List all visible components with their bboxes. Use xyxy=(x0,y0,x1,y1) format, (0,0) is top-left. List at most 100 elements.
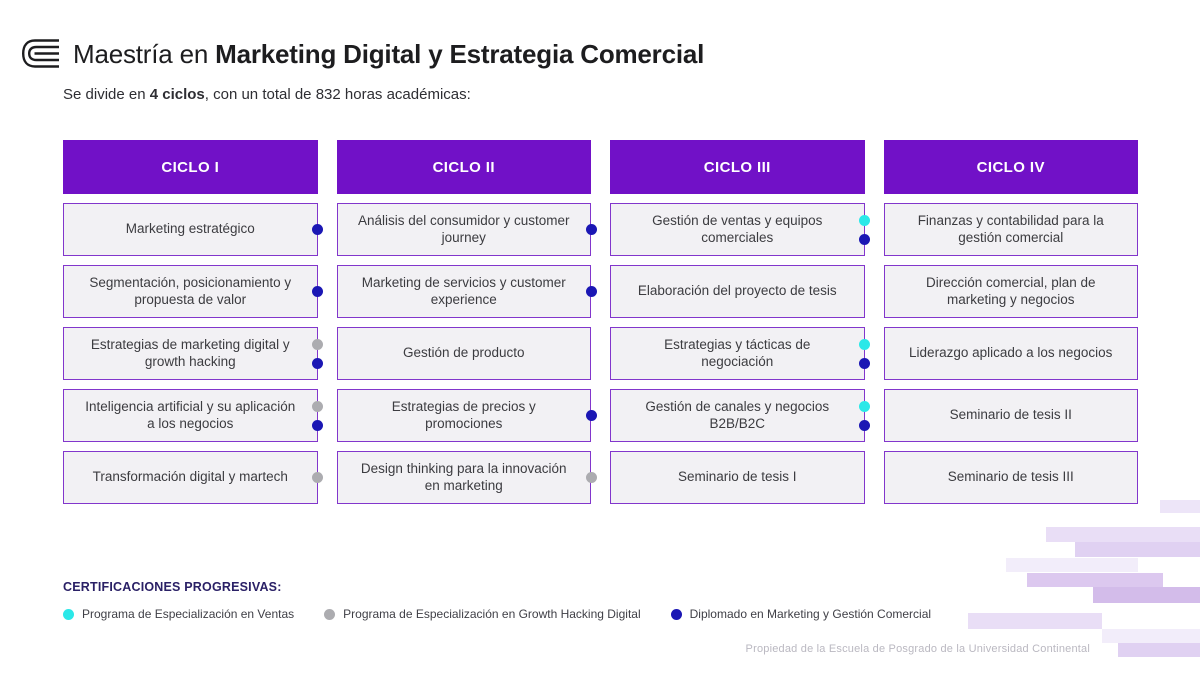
blue-certification-dot-icon xyxy=(859,419,870,431)
certification-dots xyxy=(312,452,323,503)
course-card: Gestión de producto xyxy=(336,327,591,380)
blue-legend-dot-icon xyxy=(670,608,682,620)
blue-certification-dot-icon xyxy=(859,357,870,369)
cycle-header-4: CICLO IV xyxy=(883,140,1138,194)
blue-certification-dot-icon xyxy=(312,224,323,235)
legend-item-label: Diplomado en Marketing y Gestión Comerci… xyxy=(689,607,932,621)
certification-dots xyxy=(585,266,597,317)
legend-items: Programa de Especialización en Ventas Pro… xyxy=(63,607,931,621)
gray-certification-dot-icon xyxy=(312,472,323,483)
course-name: Transformación digital y martech xyxy=(92,469,288,485)
course-name: Gestión de canales y negocios B2B/B2C xyxy=(645,399,830,431)
certification-dots xyxy=(312,328,323,379)
legend-item: Programa de Especialización en Growth Ha… xyxy=(324,607,641,621)
course-name: Design thinking para la innovación en ma… xyxy=(360,461,567,493)
course-name: Estrategias de precios y promociones xyxy=(391,399,536,431)
course-name: Inteligencia artificial y su aplicación … xyxy=(85,399,296,431)
decorative-bar xyxy=(1093,587,1200,603)
course-card: Gestión de ventas y equipos comerciales xyxy=(610,203,870,256)
blue-certification-dot-icon xyxy=(859,233,870,245)
cycle-header-1: CICLO I xyxy=(63,140,318,194)
header: Maestría en Marketing Digital y Estrateg… xyxy=(20,36,704,72)
blue-certification-dot-icon xyxy=(585,286,597,297)
course-card: Marketing de servicios y customer experi… xyxy=(336,265,597,318)
certification-dots xyxy=(859,390,870,441)
page-title: Maestría en Marketing Digital y Estrateg… xyxy=(73,39,704,70)
certification-dots xyxy=(859,204,870,255)
course-name: Seminario de tesis II xyxy=(949,407,1072,423)
course-card: Seminario de tesis III xyxy=(883,451,1138,504)
decorative-bar xyxy=(1006,558,1138,572)
blue-certification-dot-icon xyxy=(585,224,597,235)
course-card: Estrategias y tácticas de negociación xyxy=(610,327,870,380)
cycle-header-2: CICLO II xyxy=(336,140,591,194)
course-name: Elaboración del proyecto de tesis xyxy=(637,283,837,299)
course-name: Gestión de ventas y equipos comerciales xyxy=(652,213,823,245)
blue-certification-dot-icon xyxy=(585,410,597,421)
decorative-bar xyxy=(1075,542,1200,557)
blue-certification-dot-icon xyxy=(312,357,323,369)
decorative-bar xyxy=(1160,500,1200,513)
decorative-bar xyxy=(1118,643,1200,657)
course-name: Estrategias y tácticas de negociación xyxy=(664,337,811,369)
course-name: Dirección comercial, plan de marketing y… xyxy=(925,275,1096,307)
legend-item: Diplomado en Marketing y Gestión Comerci… xyxy=(670,607,932,621)
course-card: Transformación digital y martech xyxy=(63,451,323,504)
course-card: Marketing estratégico xyxy=(63,203,323,256)
page-title-bold: Marketing Digital y Estrategia Comercial xyxy=(215,38,705,69)
certification-dots xyxy=(312,390,323,441)
cyan-certification-dot-icon xyxy=(859,400,870,412)
gray-certification-dot-icon xyxy=(585,472,597,483)
course-card: Análisis del consumidor y customer journ… xyxy=(336,203,597,256)
course-name: Marketing estratégico xyxy=(125,221,255,237)
certification-dots xyxy=(859,328,870,379)
cycle-column-4: CICLO IV Finanzas y contabilidad para la … xyxy=(883,140,1138,504)
universidad-continental-logo-icon xyxy=(21,39,59,68)
course-name: Gestión de producto xyxy=(402,345,525,361)
decorative-bar xyxy=(1046,527,1200,542)
certification-dots xyxy=(585,204,597,255)
decorative-bar xyxy=(1102,629,1200,643)
blue-certification-dot-icon xyxy=(312,286,323,297)
gray-certification-dot-icon xyxy=(312,400,323,412)
cyan-certification-dot-icon xyxy=(859,214,870,226)
course-card: Dirección comercial, plan de marketing y… xyxy=(883,265,1138,318)
course-name: Liderazgo aplicado a los negocios xyxy=(909,345,1113,361)
gray-certification-dot-icon xyxy=(312,338,323,350)
course-card: Inteligencia artificial y su aplicación … xyxy=(63,389,323,442)
blue-certification-dot-icon xyxy=(312,419,323,431)
cyan-legend-dot-icon xyxy=(63,608,74,620)
course-card: Segmentación, posicionamiento y propuest… xyxy=(63,265,323,318)
course-name: Segmentación, posicionamiento y propuest… xyxy=(89,275,292,307)
course-card: Estrategias de marketing digital y growt… xyxy=(63,327,323,380)
legend: CERTIFICACIONES PROGRESIVAS: Programa de… xyxy=(63,580,931,621)
course-card: Elaboración del proyecto de tesis xyxy=(610,265,865,318)
legend-item-label: Programa de Especialización en Growth Ha… xyxy=(343,607,641,621)
decorative-bar xyxy=(968,613,1102,629)
cycle-column-2: CICLO II Análisis del consumidor y custom… xyxy=(336,140,597,504)
gray-legend-dot-icon xyxy=(324,608,336,620)
footer-note: Propiedad de la Escuela de Posgrado de l… xyxy=(745,643,1090,655)
course-card: Finanzas y contabilidad para la gestión … xyxy=(883,203,1138,256)
decorative-bar xyxy=(1027,573,1163,587)
subtitle: Se divide en 4 ciclos, con un total de 8… xyxy=(63,86,471,103)
cycle-header-3: CICLO III xyxy=(610,140,865,194)
course-card: Estrategias de precios y promociones xyxy=(336,389,597,442)
certification-dots xyxy=(585,390,597,441)
course-name: Marketing de servicios y customer experi… xyxy=(361,275,566,307)
subtitle-post: , con un total de 832 horas académicas: xyxy=(204,86,471,103)
subtitle-pre: Se divide en xyxy=(63,86,150,103)
course-card: Liderazgo aplicado a los negocios xyxy=(883,327,1138,380)
course-card: Seminario de tesis I xyxy=(610,451,865,504)
cycle-column-3: CICLO III Gestión de ventas y equipos com… xyxy=(610,140,870,504)
course-name: Estrategias de marketing digital y growt… xyxy=(90,337,290,369)
course-name: Seminario de tesis I xyxy=(677,469,797,485)
legend-item-label: Programa de Especialización en Ventas xyxy=(82,607,295,621)
certification-dots xyxy=(312,204,323,255)
course-name: Seminario de tesis III xyxy=(947,469,1074,485)
legend-item: Programa de Especialización en Ventas xyxy=(63,607,294,621)
course-card: Gestión de canales y negocios B2B/B2C xyxy=(610,389,870,442)
